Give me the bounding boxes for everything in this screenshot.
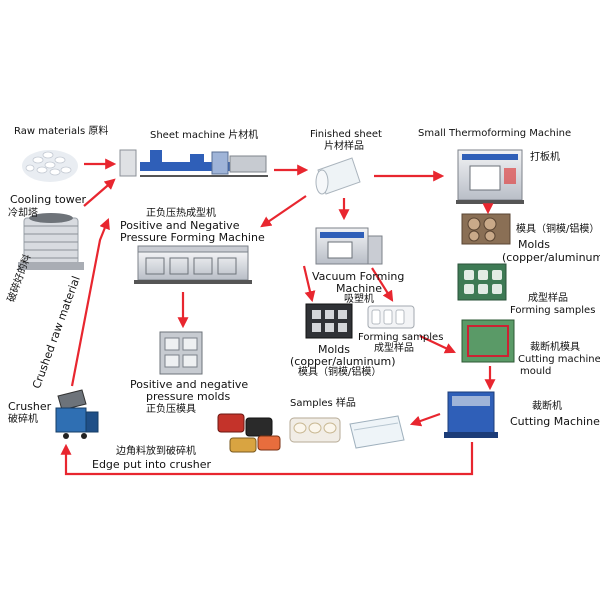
edge-note-label-zh: 边角料放到破碎机: [116, 446, 196, 457]
raw-material-pellets-image: [22, 150, 78, 182]
vacuum-machine-label-en-2: Machine: [336, 282, 383, 295]
pressure-molds-label-zh: 正负压模具: [146, 404, 196, 415]
pressure-forming-machine-image: [134, 245, 252, 284]
cutting-machine-label-zh: 裁断机: [532, 401, 562, 412]
finished-sheet-roll-image: [315, 157, 361, 195]
vacuum-molds-label-en-1: Molds: [318, 343, 350, 356]
pressure-machine-label-en-1: Positive and Negative: [120, 219, 240, 232]
arrow-vacuum-to-samples: [371, 267, 394, 302]
food-containers-image: [217, 413, 281, 453]
forming-samples-tray-image: [457, 263, 507, 301]
pressure-molds-image: [159, 331, 203, 375]
crusher-label-en: Crusher: [8, 400, 52, 413]
vacuum-machine-label-en-1: Vacuum Forming: [312, 270, 405, 283]
samples-clear-box-image: [349, 415, 405, 449]
pressure-machine-label-en-2: Pressure Forming Machine: [120, 231, 265, 244]
samples-label: Samples 样品: [290, 398, 356, 409]
small-thermoforming-machine-image: [456, 149, 524, 204]
cutting-machine-mould-image: [461, 319, 515, 363]
small-thermoforming-label-en: Small Thermoforming Machine: [418, 128, 572, 139]
arrow-cutting-to-samples: [409, 412, 441, 427]
vacuum-molds-image: [305, 303, 353, 339]
forming-samples-mid-image: [367, 305, 415, 329]
flow-arrows: [60, 158, 496, 476]
cutting-machine-label-en: Cutting Machine: [510, 415, 600, 428]
pressure-molds-label-en-2: pressure molds: [146, 390, 231, 403]
finished-sheet-label-zh: 片材样品: [324, 141, 364, 152]
sheet-machine-label: Sheet machine 片材机: [150, 130, 259, 141]
vacuum-molds-label-zh: 模具（铜模/铝模）: [298, 367, 382, 378]
forming-samples-mid-label-zh: 成型样品: [374, 343, 414, 354]
cooling-tower-image: [18, 213, 84, 270]
molds-small-label-en-1: Molds: [518, 238, 550, 251]
finished-sheet-label-en: Finished sheet: [310, 129, 382, 140]
vacuum-forming-machine-image: [315, 227, 383, 265]
cutting-machine-image: [444, 391, 498, 438]
cooling-tower-label-zh: 冷却塔: [8, 208, 38, 219]
forming-samples-right-label-zh: 成型样品: [528, 293, 568, 304]
cutting-mould-label-en-1: Cutting machine: [518, 354, 600, 365]
samples-egg-tray-image: [289, 417, 341, 443]
forming-samples-mid-label-en: Forming samples: [358, 332, 444, 343]
sheet-machine-image: [119, 149, 268, 177]
crusher-image: [55, 389, 99, 439]
molds-small-label-zh: 模具（铜模/铝模）: [516, 224, 600, 235]
cutting-mould-label-en-2: mould: [520, 366, 552, 377]
small-thermoforming-label-zh: 打板机: [530, 152, 560, 163]
arrow-finished-to-pressure: [260, 195, 307, 228]
edge-note-label-en: Edge put into crusher: [92, 458, 212, 471]
molds-small-label-en-2: (copper/aluminum): [502, 251, 600, 264]
vacuum-machine-label-zh: 吸塑机: [344, 294, 374, 305]
arrow-cooling-to-sheet: [83, 178, 116, 207]
pressure-machine-label-zh: 正负压热成型机: [146, 208, 216, 219]
raw-materials-label: Raw materials 原料: [14, 126, 109, 137]
cooling-tower-label-en: Cooling tower: [10, 193, 87, 206]
cutting-mould-label-zh: 裁断机模具: [530, 342, 580, 353]
arrow-vacuum-to-molds: [302, 265, 316, 303]
vacuum-molds-label-en-2: (copper/aluminum): [290, 355, 396, 368]
arrow-crusher-to-cooling: [70, 217, 110, 387]
molds-copper-image: [461, 213, 511, 245]
arrow-cutting-to-crusher: [60, 442, 474, 476]
arrow-samples-to-mould: [419, 335, 456, 354]
forming-samples-right-label-en: Forming samples: [510, 305, 596, 316]
crusher-label-zh: 破碎机: [8, 414, 38, 425]
pressure-molds-label-en-1: Positive and negative: [130, 378, 249, 391]
